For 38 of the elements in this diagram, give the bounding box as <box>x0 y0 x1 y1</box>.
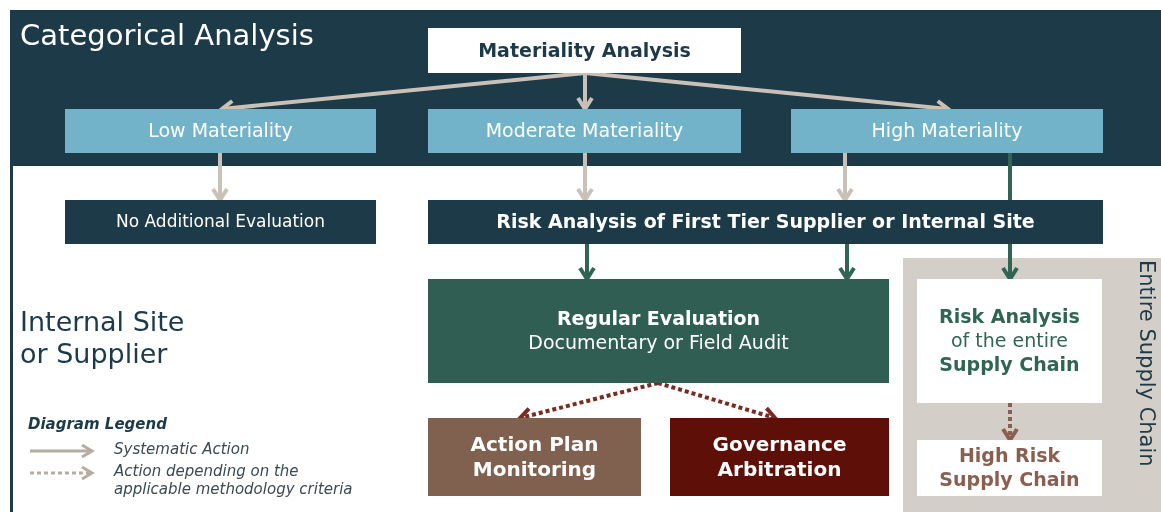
box-text: Materiality Analysis <box>477 38 692 63</box>
process-box <box>917 279 1102 403</box>
legend-title: Diagram Legend <box>28 415 168 433</box>
box-text: Governance Arbitration <box>711 432 848 482</box>
box-text: No Additional Evaluation <box>115 211 326 233</box>
process-box <box>917 440 1102 496</box>
box-text: Regular Evaluation <box>555 307 762 331</box>
arrow <box>1001 244 1019 281</box>
process-box <box>428 279 889 383</box>
process-box <box>791 109 1103 153</box>
box-text: Risk Analysis of the entire Supply Chain <box>938 305 1081 377</box>
legend-text: Action depending on the applicable methodology criteria <box>114 462 354 498</box>
box-text: Risk Analysis of First Tier Supplier or Internal Site <box>495 210 1036 234</box>
section-label: Internal Site or Supplier <box>20 306 186 371</box>
process-box <box>428 28 741 73</box>
process-box <box>428 200 1103 244</box>
arrow <box>1001 403 1019 442</box>
panel-title: Entire Supply Chain <box>1136 260 1157 467</box>
box-text: Documentary or Field Audit <box>527 331 790 355</box>
process-box <box>428 109 741 153</box>
arrow <box>836 153 854 202</box>
arrow <box>578 244 596 281</box>
group-panel <box>903 258 1161 512</box>
arrow <box>576 73 594 111</box>
box-text: Action Plan Monitoring <box>469 432 600 482</box>
arrow <box>211 153 229 202</box>
box-text: High Risk Supply Chain <box>938 444 1081 492</box>
box-text: Low Materiality <box>147 119 294 143</box>
arrow <box>838 244 856 281</box>
box-text: High Materiality <box>870 119 1024 143</box>
process-box <box>65 109 376 153</box>
band-label: Categorical Analysis <box>20 18 315 53</box>
process-box <box>428 418 641 496</box>
legend-text: Systematic Action <box>114 440 251 458</box>
process-box <box>65 200 376 244</box>
box-text: Moderate Materiality <box>484 119 685 143</box>
process-box <box>670 418 889 496</box>
arrow <box>576 153 594 202</box>
